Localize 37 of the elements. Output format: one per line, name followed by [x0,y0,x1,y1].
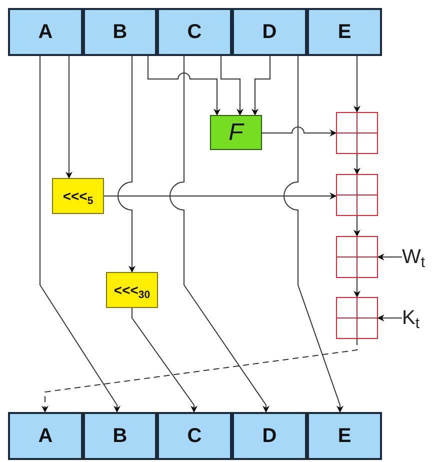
adder-box [336,297,378,339]
register-box: B [83,412,157,460]
arrow [354,216,360,237]
arrow [66,56,72,179]
input-symbol: W$_{t}$ [402,243,430,271]
arrow [148,56,220,116]
arrow [354,154,360,175]
register-box: D [232,412,307,460]
arrow [132,308,198,413]
rotate-box: <<<$_{30}$ [106,272,158,308]
arrow [104,192,337,200]
arrow [40,56,120,413]
register-box: A [8,8,83,56]
register-box: E [307,412,382,460]
arrow [252,56,270,116]
arrow [170,56,270,413]
arrow [377,314,402,322]
rotate-box: <<<$_{5}$ [52,178,104,214]
register-box: B [83,8,157,56]
arrow [118,56,136,273]
adder-box [336,174,378,216]
input-symbol: K$_{t}$ [402,304,430,332]
adder-box [336,236,378,278]
arrow [220,56,244,116]
register-box: E [307,8,382,56]
arrow [284,56,344,413]
adder-box [336,112,378,154]
register-box: D [232,8,307,56]
register-box: A [8,412,83,460]
register-box: C [157,412,232,460]
arrow [262,126,337,136]
arrow [354,278,360,298]
function-box: F [210,115,262,150]
arrow [354,56,360,113]
arrow [42,338,358,413]
arrow [377,254,402,260]
register-box: C [157,8,232,56]
